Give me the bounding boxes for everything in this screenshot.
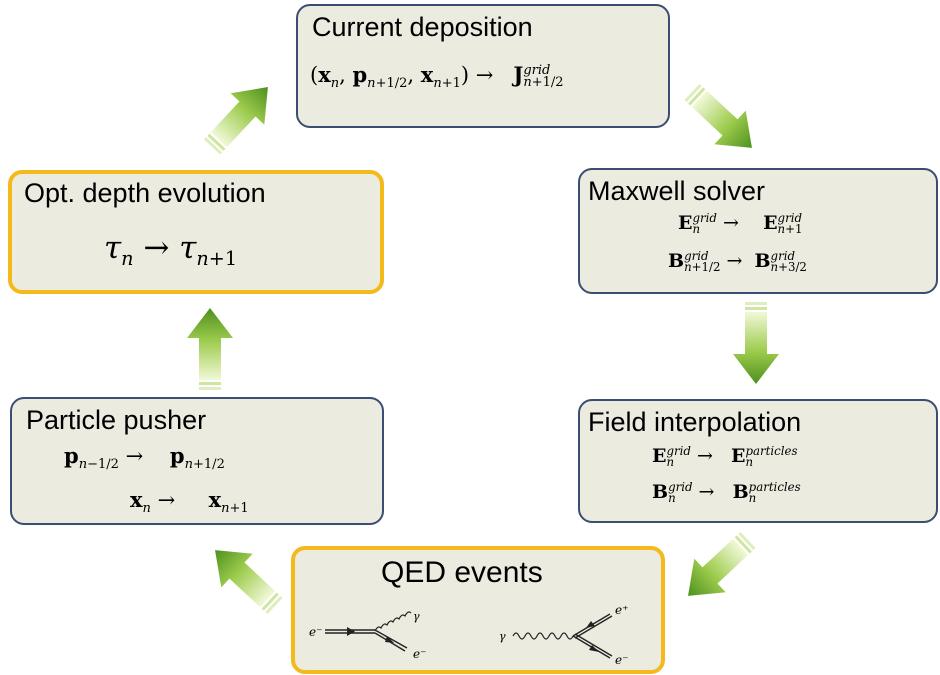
maxwell-solver-title: Maxwell solver xyxy=(588,176,766,206)
opt-depth-title: Opt. depth evolution xyxy=(24,178,266,208)
particle-pusher-box: Particle pusher pn−1/2 → pn+1/2 xn → xn+… xyxy=(10,397,384,525)
arrow-deposition-to-maxwell xyxy=(684,83,752,148)
pusher-line-p: pn−1/2 → pn+1/2 xyxy=(64,443,225,473)
qed-label-4: γ xyxy=(499,630,506,643)
opt-depth-box: Opt. depth evolution τn → τn+1 xyxy=(8,170,384,294)
qed-events-title: QED events xyxy=(381,556,543,589)
arrow-optdepth-to-deposition xyxy=(203,87,268,155)
current-deposition-title: Current deposition xyxy=(312,12,533,42)
arrow-qed-to-pusher xyxy=(215,550,283,615)
qed-label-5: e⁺ xyxy=(615,603,628,617)
qed-events-box: QED events e⁻ γ e⁻ γ e⁺ e⁻ xyxy=(291,546,665,674)
feynman-diagrams: e⁻ γ e⁻ γ e⁺ e⁻ xyxy=(309,603,628,667)
current-deposition-box: Current deposition (xn, pn+1/2, xn+1) → … xyxy=(296,4,670,128)
qed-label-2: γ xyxy=(413,610,420,623)
arrow-interpolation-to-qed xyxy=(688,531,756,596)
particle-pusher-title: Particle pusher xyxy=(26,405,207,435)
arrow-maxwell-to-interpolation xyxy=(733,302,779,384)
field-interpolation-title: Field interpolation xyxy=(588,407,802,437)
qed-label-3: e⁻ xyxy=(413,647,426,661)
qed-label-1: e⁻ xyxy=(309,625,322,639)
qed-label-6: e⁻ xyxy=(615,653,628,667)
arrow-pusher-to-optdepth xyxy=(187,308,233,390)
opt-depth-formula: τn → τn+1 xyxy=(104,230,238,271)
pusher-line-x: xn → xn+1 xyxy=(130,487,249,517)
